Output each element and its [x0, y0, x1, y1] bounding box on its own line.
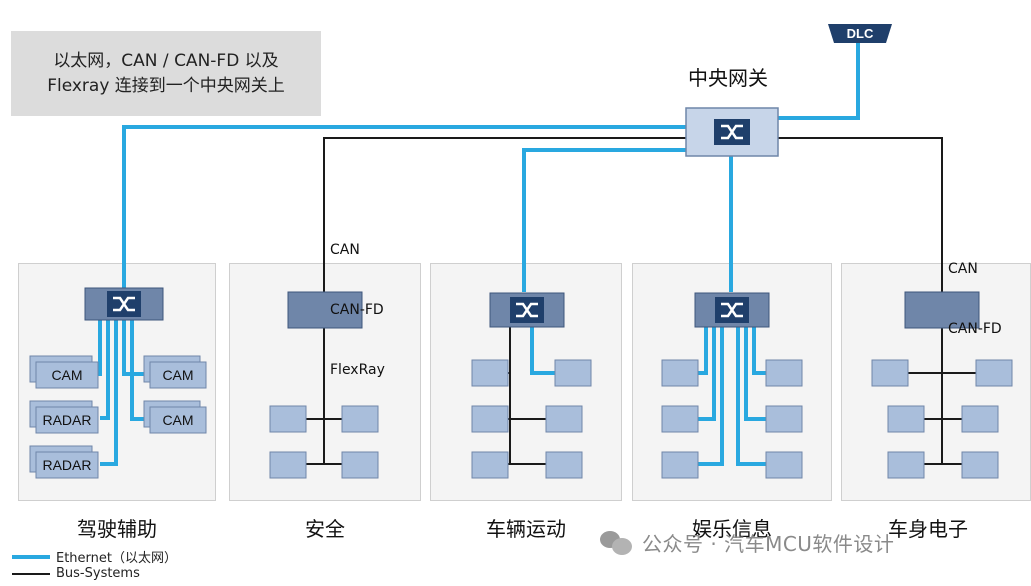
body-controller — [904, 291, 980, 329]
zone-label-infotainment: 娱乐信息 — [692, 517, 772, 541]
ethernet-info-l1 — [698, 318, 708, 375]
bus-body-trunk — [772, 137, 943, 292]
watermark-text: 公众号 · 汽车MCU软件设计 — [642, 532, 895, 556]
legend-ethernet-label: Ethernet（以太网） — [56, 551, 177, 566]
legend: Ethernet（以太网） Bus-Systems — [12, 548, 177, 582]
ethernet-adas-radar-1 — [100, 312, 110, 420]
dlc-connector-icon — [828, 24, 892, 43]
gateway-arrows-icon — [721, 124, 743, 140]
body-ecu-3 — [887, 405, 925, 433]
motion-ecu-3 — [471, 405, 509, 433]
ethernet-adas-cam-right-1 — [122, 312, 150, 376]
safety-ecu-2 — [341, 405, 379, 433]
body-bus-canfd: CAN-FD — [948, 321, 1002, 337]
note-line-1: 以太网，CAN / CAN-FD 以及 — [53, 50, 279, 71]
motion-ecu-6 — [545, 451, 583, 479]
ethernet-info-l3 — [698, 318, 724, 466]
body-ecu-1 — [871, 359, 909, 387]
ethernet-swatch — [12, 554, 50, 559]
switch-arrows-icon — [113, 296, 135, 312]
bus-safety-trunk — [323, 137, 690, 292]
safety-bus-can: CAN — [330, 242, 360, 258]
safety-bus-canfd: CAN-FD — [330, 302, 384, 318]
cam-sensor-right-1-label: CAM — [162, 367, 193, 383]
safety-ecu-4 — [341, 451, 379, 479]
central-gateway — [685, 107, 779, 157]
ethernet-info-l2 — [698, 318, 716, 421]
body-bus-can: CAN — [948, 261, 978, 277]
motion-ecu-4 — [545, 405, 583, 433]
body-ecu-5 — [887, 451, 925, 479]
ethernet-adas-radar-2 — [100, 312, 118, 466]
legend-bus-label: Bus-Systems — [56, 566, 140, 581]
info-ecu-1 — [661, 359, 699, 387]
ethernet-motion-trunk — [522, 148, 731, 292]
switch-arrows-icon — [721, 302, 743, 318]
info-ecu-5 — [661, 451, 699, 479]
info-ecu-4 — [765, 405, 803, 433]
description-note: 以太网，CAN / CAN-FD 以及 Flexray 连接到一个中央网关上 — [11, 31, 321, 116]
safety-controller — [287, 291, 363, 329]
motion-ecu-5 — [471, 451, 509, 479]
motion-ecu-1 — [471, 359, 509, 387]
radar-sensor-2-label: RADAR — [42, 457, 91, 473]
safety-ecu-1 — [269, 405, 307, 433]
radar-sensor-1-label: RADAR — [42, 412, 91, 428]
cam-sensor-right-1 — [149, 361, 207, 389]
body-ecu-6 — [961, 451, 999, 479]
ethernet-info-r3 — [736, 318, 766, 466]
ethernet-adas-trunk — [122, 125, 731, 292]
body-ecu-2 — [975, 359, 1013, 387]
radar-sensor-1 — [35, 406, 99, 434]
wechat-icon — [600, 529, 634, 557]
ethernet-motion-ecu — [530, 318, 555, 375]
zone-label-adas: 驾驶辅助 — [77, 517, 157, 541]
watermark: 公众号 · 汽车MCU软件设计 — [600, 528, 894, 557]
ethernet-dlc-link — [772, 38, 860, 120]
zone-label-body: 车身电子 — [888, 517, 968, 541]
info-ecu-6 — [765, 451, 803, 479]
note-line-2: Flexray 连接到一个中央网关上 — [47, 75, 285, 96]
cam-sensor-left-label: CAM — [51, 367, 82, 383]
legend-ethernet: Ethernet（以太网） — [12, 548, 177, 566]
body-ecu-4 — [961, 405, 999, 433]
gateway-label: 中央网关 — [688, 66, 768, 90]
bus-swatch — [12, 572, 50, 575]
body-bus-label: CAN CAN-FD — [948, 219, 1002, 379]
motion-ecu-2 — [554, 359, 592, 387]
radar-sensor-2 — [35, 451, 99, 479]
cam-sensor-right-2 — [149, 406, 207, 434]
zone-label-motion: 车辆运动 — [486, 517, 566, 541]
cam-sensor-right-2-label: CAM — [162, 412, 193, 428]
safety-bus-flexray: FlexRay — [330, 362, 385, 378]
zone-label-safety: 安全 — [305, 517, 345, 541]
cam-sensor-left — [35, 361, 99, 389]
ethernet-info-r1 — [752, 318, 766, 375]
info-ecu-3 — [661, 405, 699, 433]
info-ecu-2 — [765, 359, 803, 387]
dlc-label: DLC — [847, 26, 874, 41]
ethernet-info-r2 — [744, 318, 766, 421]
switch-arrows-icon — [516, 302, 538, 318]
legend-bus: Bus-Systems — [12, 565, 177, 582]
safety-bus-label: CAN CAN-FD FlexRay — [330, 200, 385, 420]
safety-ecu-3 — [269, 451, 307, 479]
